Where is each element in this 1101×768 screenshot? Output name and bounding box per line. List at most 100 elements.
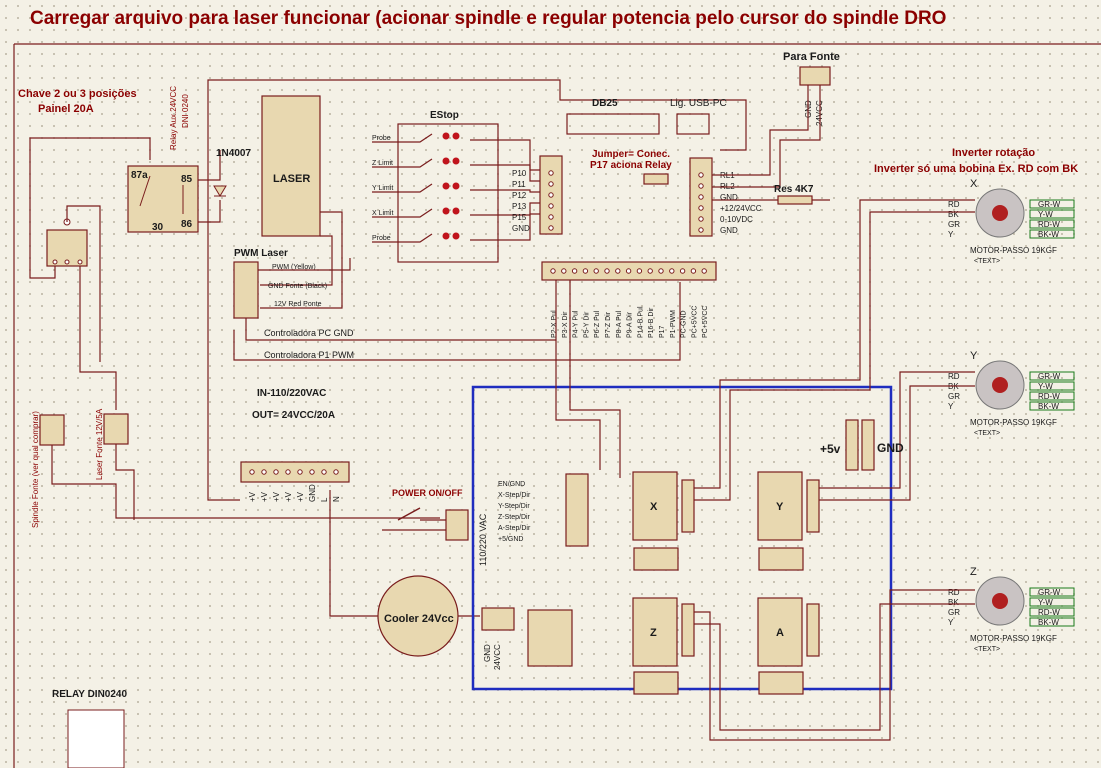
laser-label: LASER (273, 173, 310, 185)
motor-axis-label: Z (970, 566, 977, 578)
estop-switch (372, 183, 433, 193)
inverter-label-1: Inverter rotação (952, 147, 1035, 159)
jumper (643, 173, 669, 185)
motor-wire-label: RD (948, 372, 960, 381)
db-pin (679, 268, 686, 274)
driver-y-label: Y (776, 501, 784, 513)
diode-label: 1N4007 (216, 148, 251, 159)
red-ponte-label: 12V Red Ponte (274, 301, 322, 308)
power-switch[interactable] (397, 507, 421, 521)
estop-led (442, 182, 450, 190)
estop-switch (372, 208, 433, 218)
estop-label: EStop (430, 110, 459, 121)
motor-text: <TEXT> (974, 258, 1000, 265)
pwm-yellow-label: PWM (Yellow) (272, 264, 316, 271)
laser-fonte-label: Laser Fonte 12V/5A (95, 408, 104, 480)
db-pin (701, 268, 707, 274)
driver-z (632, 597, 678, 667)
motor-wire-label: GR (948, 608, 960, 617)
connector-pin (548, 170, 554, 176)
aux-header (527, 609, 573, 667)
psu-pin-label: +V (260, 491, 269, 502)
db-pin-label: P7-Z Dir (605, 311, 612, 338)
spindle-supply (39, 414, 65, 446)
controller-input-label: Y-Step/Dir (498, 503, 530, 510)
motor-terminal-label: GR-W (1038, 588, 1061, 597)
driver-a-in (758, 671, 804, 695)
pwm-laser-label: PWM Laser (234, 248, 288, 259)
estop-wire (470, 139, 540, 171)
motor-wire-label: GR (948, 392, 960, 401)
relay-connector-pin-label: GND (720, 193, 738, 202)
cooler-gnd: GND (483, 644, 492, 662)
db-pin-label: P17 (659, 325, 666, 338)
psu-out-label: OUT= 24VCC/20A (252, 410, 335, 421)
db-pin-label: P8-A Pul (616, 310, 623, 338)
psu-pin (273, 469, 279, 475)
motor-terminal-label: Y-W (1038, 598, 1053, 607)
estop-led (442, 132, 450, 140)
relay-din-title: RELAY DIN0240 (52, 689, 127, 700)
ctrl-gnd-label: Controladora PC GND (264, 328, 354, 338)
estop-led (452, 132, 460, 140)
driver-x-label: X (650, 501, 658, 513)
motor-terminal (1029, 199, 1075, 209)
estop-led (452, 157, 460, 165)
connector-pin (548, 203, 554, 209)
motor-terminal-label: GR-W (1038, 200, 1061, 209)
controller-input-header (565, 473, 589, 547)
controller-input-label: X-Step/Dir (498, 492, 531, 499)
motor-terminal (1029, 391, 1075, 401)
motor-terminal (1029, 371, 1075, 381)
motor-terminal-label: BK-W (1038, 618, 1059, 627)
cooler-label: Cooler 24Vcc (384, 613, 454, 625)
motor-wire-label: RD (948, 588, 960, 597)
connector-pin (698, 205, 704, 211)
diode (213, 185, 227, 197)
driver-x-out (681, 479, 695, 533)
limit-connector-pin-label: GND (512, 224, 530, 233)
motor-rotor (992, 377, 1008, 393)
spindle-fonte-label: Spindle Fonte (ver qual comprar) (31, 411, 40, 528)
motor-wire-label: BK (948, 210, 959, 219)
driver-z-label: Z (650, 627, 657, 639)
gnd-fonte-label: GND Fonte (Black) (268, 283, 327, 290)
estop-led (452, 182, 460, 190)
motor-terminal (1029, 219, 1075, 229)
motor-wire-label: RD (948, 200, 960, 209)
controller-input-label: A-Step/Dir (498, 525, 531, 532)
driver-y (757, 471, 803, 541)
cooler-connector (481, 607, 515, 631)
db-pin (669, 268, 675, 274)
estop-group (397, 123, 499, 263)
motor-name: MOTOR-PASSO 19KGF (970, 418, 1057, 427)
psu-pin (285, 469, 291, 475)
panel-label: Painel 20A (38, 103, 94, 115)
psu-pin (309, 469, 315, 475)
gnd-label: GND (877, 441, 904, 455)
driver-x-in (633, 547, 679, 571)
switch-label: Chave 2 ou 3 posições (18, 88, 137, 100)
limit-connector-pin-label: P15 (512, 213, 527, 222)
estop-input-label: X Limit (372, 210, 393, 217)
psu-pin-label: +V (272, 491, 281, 502)
psu-pin-label: +V (248, 491, 257, 502)
db-pin-label: P3-X Dir (562, 311, 569, 338)
db-pin-label: P14-B Pul (637, 306, 644, 338)
motor-terminal-label: RD-W (1038, 220, 1060, 229)
usb-label: Lig. USB-PC (670, 98, 727, 109)
pwm-laser-connector (233, 261, 259, 319)
motor-wire-label: Y (948, 402, 954, 411)
motor-terminal-label: Y-W (1038, 382, 1053, 391)
motor-terminal-label: RD-W (1038, 392, 1060, 401)
motor-text: <TEXT> (974, 646, 1000, 653)
power-switch-label: POWER ON/OFF (392, 488, 463, 498)
motor-terminal (1029, 401, 1075, 411)
power-supply-terminal (240, 461, 350, 483)
connector-pin (698, 172, 704, 178)
estop-wire (470, 189, 540, 193)
